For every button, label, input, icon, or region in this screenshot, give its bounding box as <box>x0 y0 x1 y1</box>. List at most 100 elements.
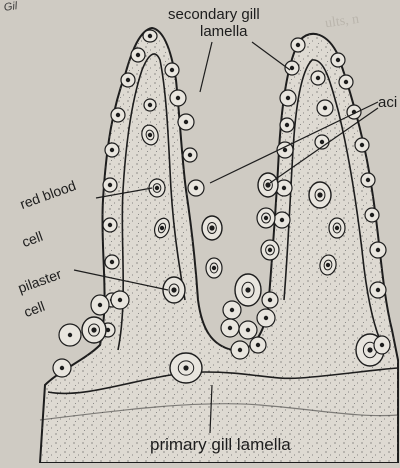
cell <box>280 118 294 132</box>
cell <box>261 240 279 260</box>
cell-nucleus <box>230 308 234 312</box>
cell-nucleus <box>126 78 130 82</box>
cell <box>202 216 222 240</box>
cell <box>170 90 186 106</box>
cell-nucleus <box>376 288 380 292</box>
cell-nucleus <box>148 103 152 107</box>
cell <box>59 324 81 346</box>
cell <box>91 295 109 315</box>
cell-nucleus <box>376 248 380 252</box>
cell <box>103 178 117 192</box>
cell-nucleus <box>264 216 268 220</box>
cell-nucleus <box>344 80 348 84</box>
cell-nucleus <box>110 148 114 152</box>
cell-nucleus <box>282 186 286 190</box>
cell-nucleus <box>265 182 270 187</box>
cell <box>347 105 361 119</box>
cell <box>257 208 275 228</box>
cell <box>178 114 194 130</box>
cell-nucleus <box>171 287 176 292</box>
leader-secondary-right <box>252 42 290 70</box>
cell-nucleus <box>290 66 294 70</box>
cell-nucleus <box>170 68 174 72</box>
cell <box>103 218 117 232</box>
cell-nucleus <box>296 43 300 47</box>
cell-nucleus <box>280 218 284 222</box>
cell <box>206 258 222 278</box>
cell-nucleus <box>148 34 152 38</box>
cell-nucleus <box>118 298 122 302</box>
cell-nucleus <box>91 327 96 332</box>
cell <box>370 242 386 258</box>
cell <box>311 71 325 85</box>
cell <box>183 148 197 162</box>
cell <box>235 274 261 306</box>
cell-nucleus <box>184 120 188 124</box>
secondary-gill-label-line2: lamella <box>200 24 248 39</box>
cell-nucleus <box>209 225 214 230</box>
cell <box>258 173 278 197</box>
cell-nucleus <box>316 76 320 80</box>
cell-nucleus <box>256 343 260 347</box>
cell-nucleus <box>380 343 384 347</box>
cell-nucleus <box>98 303 102 307</box>
cell <box>374 336 390 354</box>
cell <box>370 282 386 298</box>
cell <box>105 255 119 269</box>
cell-nucleus <box>370 213 374 217</box>
cell-nucleus <box>108 223 112 227</box>
cell-nucleus <box>320 140 324 144</box>
cell-nucleus <box>323 106 327 110</box>
cell <box>144 99 156 111</box>
cell <box>257 309 275 327</box>
cell <box>121 73 135 87</box>
cell <box>355 138 369 152</box>
cell <box>361 173 375 187</box>
cell-nucleus <box>366 178 370 182</box>
cell <box>165 63 179 77</box>
cell-nucleus <box>245 287 250 292</box>
cell-nucleus <box>108 183 112 187</box>
cell <box>111 108 125 122</box>
secondary-gill-label-line1: secondary gill <box>168 7 260 22</box>
cell-nucleus <box>283 148 287 152</box>
cell <box>53 359 71 377</box>
cell-nucleus <box>367 347 372 352</box>
corner-fragment-label: Gil <box>3 1 18 14</box>
cell-nucleus <box>268 298 272 302</box>
cell-nucleus <box>228 326 232 330</box>
cell <box>262 292 278 308</box>
cell-nucleus <box>194 186 198 190</box>
cell <box>105 143 119 157</box>
cell <box>274 212 290 228</box>
cell-nucleus <box>238 348 242 352</box>
cell-nucleus <box>188 153 192 157</box>
cell <box>239 321 257 339</box>
cell <box>291 38 305 52</box>
cell <box>143 30 157 42</box>
cell-nucleus <box>68 333 72 337</box>
cell-nucleus <box>285 123 289 127</box>
cell-nucleus <box>176 96 180 100</box>
cell-nucleus <box>335 226 339 230</box>
cell-nucleus <box>336 58 340 62</box>
cell-nucleus <box>110 260 114 264</box>
cell <box>309 182 331 208</box>
cell <box>188 180 204 196</box>
cell <box>280 90 296 106</box>
cell-nucleus <box>317 192 322 197</box>
cell <box>111 291 129 309</box>
cell-nucleus <box>246 328 250 332</box>
cell <box>331 53 345 67</box>
cell <box>131 48 145 62</box>
cell <box>339 75 353 89</box>
cell <box>329 218 345 238</box>
cell <box>250 337 266 353</box>
cell <box>170 353 202 383</box>
cell-nucleus <box>360 143 364 147</box>
cell-nucleus <box>116 113 120 117</box>
cell-nucleus <box>264 316 268 320</box>
cell-nucleus <box>268 248 272 252</box>
